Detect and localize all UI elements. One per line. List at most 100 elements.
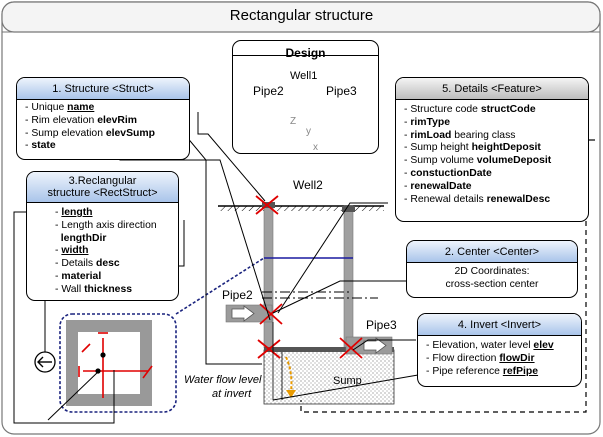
axis-y-label: y — [306, 126, 311, 137]
attribute-item: - Details desc — [55, 258, 157, 271]
center-box: 2. Center <Center> 2D Coordinates: cross… — [406, 240, 578, 298]
design-divider — [232, 55, 379, 56]
attribute-item: - Unique name — [25, 102, 155, 115]
attribute-name: width — [61, 245, 89, 257]
center-line2: cross-section center — [445, 279, 539, 290]
attribute-name: name — [67, 102, 95, 113]
section-length-point — [100, 352, 106, 358]
attribute-prefix: - Renewal details — [404, 193, 487, 205]
pipe2-label: Pipe2 — [222, 288, 253, 302]
well-wall-left — [263, 205, 274, 349]
attribute-name: constuctionDate — [410, 167, 492, 179]
details-box-header: 5. Details <Feature> — [396, 78, 588, 100]
attribute-item: - length — [55, 207, 157, 220]
attribute-item: - Sump height heightDeposit — [404, 142, 551, 155]
sump-area — [263, 349, 395, 405]
structure-attribute-list: - Unique name- Rim elevation elevRim- Su… — [25, 102, 155, 153]
center-line1: 2D Coordinates: — [454, 266, 530, 277]
attribute-prefix: - Wall — [55, 283, 85, 295]
details-dashed-leader — [300, 140, 587, 413]
invert-box: 4. Invert <Invert> - Elevation, water le… — [417, 313, 582, 387]
rotation-circle-icon — [34, 351, 56, 373]
design-well-label: Well1 — [290, 70, 318, 82]
details-box: 5. Details <Feature> - Structure code st… — [395, 77, 589, 222]
page-title: Rectangular structure — [229, 7, 374, 24]
attribute-prefix: - — [25, 140, 32, 152]
details-attribute-list: - Structure code structCode- rimType- ri… — [404, 104, 551, 206]
sump-invert-bar — [264, 347, 394, 352]
section-callout-frame — [59, 313, 177, 413]
attribute-name: length — [61, 207, 93, 218]
attribute-name: elevRim — [97, 114, 138, 126]
attribute-item: - Length axis direction — [55, 220, 157, 233]
attribute-prefix: - — [55, 245, 62, 257]
attribute-item: - Renewal details renewalDesc — [404, 194, 551, 207]
pipe3-label: Pipe3 — [366, 318, 397, 332]
attribute-item: - Sump volume volumeDeposit — [404, 155, 551, 168]
rect-structure-box: 3.Reclangular structure <RectStruct> - l… — [26, 171, 179, 301]
attribute-item: - Flow direction flowDir — [426, 353, 554, 366]
design-title: Design — [285, 46, 326, 60]
well-rim-left — [262, 202, 275, 208]
attribute-prefix: - — [55, 270, 62, 282]
attribute-item: - width — [55, 245, 157, 258]
rect-structure-title-line2: structure <RectStruct> — [47, 187, 158, 199]
attribute-prefix: - Unique — [25, 102, 68, 113]
attribute-item: - constuctionDate — [404, 168, 551, 181]
attribute-prefix: - Length axis direction — [55, 219, 157, 231]
attribute-prefix: - Rim elevation — [25, 114, 98, 126]
attribute-name: flowDir — [499, 352, 535, 364]
attribute-item: - Pipe reference refPipe — [426, 366, 554, 379]
attribute-name: heightDeposit — [471, 142, 541, 154]
rect-structure-attribute-list: - length- Length axis direction lengthDi… — [55, 207, 157, 297]
rect-structure-box-header: 3.Reclangular structure <RectStruct> — [27, 172, 178, 203]
ground-surface — [218, 205, 384, 211]
attribute-prefix: - Pipe reference — [426, 365, 503, 377]
attribute-name: structCode — [480, 104, 536, 115]
attribute-prefix: - Sump elevation — [25, 127, 106, 139]
well-rim-right — [342, 206, 355, 212]
attribute-item: - Sump elevation elevSump — [25, 128, 155, 141]
water-flow-label-line1: Water flow level — [184, 374, 262, 386]
attribute-prefix: - — [55, 207, 62, 218]
attribute-name: thickness — [84, 283, 132, 295]
attribute-prefix: - Elevation, water level — [426, 340, 534, 351]
attribute-prefix: - — [404, 167, 411, 179]
attribute-item: - material — [55, 271, 157, 284]
attribute-name: desc — [96, 258, 120, 270]
attribute-name: state — [31, 140, 56, 152]
water-flow-label-line2: at invert — [212, 388, 252, 400]
design-pipe3-label: Pipe3 — [326, 84, 357, 98]
rect-section-inner — [78, 332, 140, 394]
attribute-suffix: bearing class — [451, 129, 516, 141]
attribute-name: rimType — [410, 116, 451, 128]
attribute-name: elev — [533, 340, 554, 351]
attribute-item: - Structure code structCode — [404, 104, 551, 117]
section-center-point — [95, 368, 101, 374]
attribute-item: - rimLoad bearing class — [404, 130, 551, 143]
attribute-name: renewalDesc — [486, 193, 551, 205]
attribute-item: lengthDir — [55, 233, 157, 246]
well-wall-right — [343, 205, 354, 349]
attribute-prefix: - — [404, 180, 411, 192]
section-red-markers — [78, 332, 153, 398]
sump-label: Sump — [333, 375, 362, 387]
attribute-prefix: - Sump volume — [404, 155, 477, 167]
invert-box-header: 4. Invert <Invert> — [418, 314, 581, 336]
attribute-name: renewalDate — [410, 180, 472, 192]
attribute-item: - Wall thickness — [55, 284, 157, 297]
red-markers — [255, 195, 363, 359]
attribute-name: lengthDir — [60, 232, 107, 244]
attribute-name: elevSump — [105, 127, 155, 139]
attribute-name: volumeDeposit — [476, 155, 552, 167]
structure-box: 1. Structure <Struct> - Unique name- Rim… — [16, 77, 190, 160]
attribute-name: material — [61, 270, 102, 282]
attribute-prefix: - Sump height — [404, 142, 472, 154]
design-pipe2-label: Pipe2 — [253, 84, 284, 98]
axis-z-label: Z — [290, 116, 297, 127]
center-box-header: 2. Center <Center> — [407, 241, 577, 263]
flow-direction-arrow — [285, 356, 296, 398]
attribute-item: - rimType — [404, 117, 551, 130]
design-panel: Design — [232, 40, 379, 154]
